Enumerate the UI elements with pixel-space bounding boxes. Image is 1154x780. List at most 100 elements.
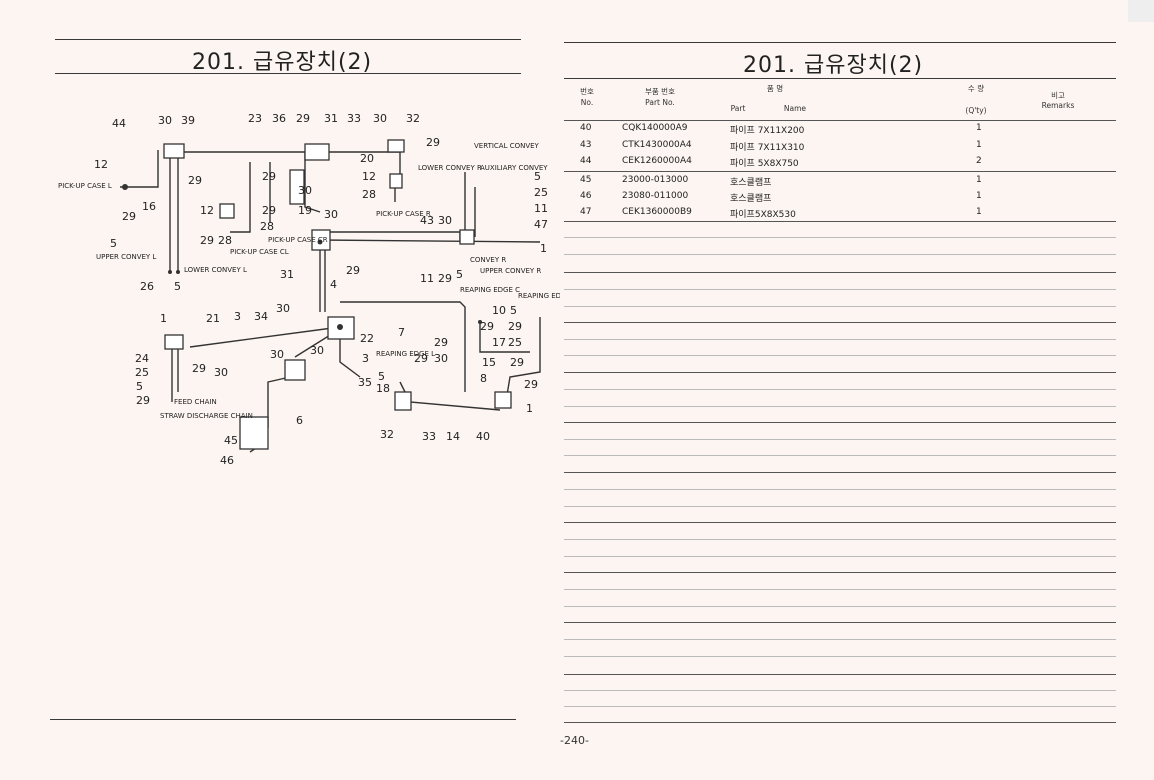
callout-26: 26 (140, 280, 154, 293)
distributor-top-left (163, 143, 185, 159)
callout-28c: 28 (218, 234, 232, 247)
label-straw-discharge-chain: STRAW DISCHARGE CHAIN (160, 412, 253, 420)
callout-30: 30 (158, 114, 172, 127)
pipe-convey-r (319, 239, 541, 243)
header-remarks-en: Remarks (1041, 101, 1075, 110)
callout-39: 39 (181, 114, 195, 127)
callout-44: 44 (112, 117, 126, 130)
callout-5g: 5 (136, 380, 143, 393)
callout-40: 40 (476, 430, 490, 443)
callout-33: 33 (347, 112, 361, 125)
callout-22: 22 (360, 332, 374, 345)
reaping-r-block (494, 391, 512, 409)
callout-25b: 25 (508, 336, 522, 349)
table-row: 40 CQK140000A9 파이프 7X11X200 1 (560, 120, 1120, 137)
callout-20: 20 (360, 152, 374, 165)
title-rule-right (564, 78, 1116, 79)
pipe-pickup-cl (230, 162, 251, 233)
callout-23: 23 (248, 112, 262, 125)
page-number: -240- (560, 734, 589, 747)
callout-29d: 29 (262, 204, 276, 217)
callout-43: 43 (420, 214, 434, 227)
callout-29p: 29 (524, 378, 538, 391)
row-qty: 1 (976, 123, 982, 133)
callout-28b: 28 (260, 220, 274, 233)
callout-29n: 29 (510, 356, 524, 369)
row-name: 호스클램프 (730, 178, 772, 188)
label-convey-r: CONVEY R (470, 256, 506, 264)
pipe-7 (340, 301, 466, 392)
header-no-en: No. (580, 98, 594, 107)
callout-32: 32 (406, 112, 420, 125)
title-rule (55, 73, 521, 74)
callout-28: 28 (362, 188, 376, 201)
label-pickup-case-cl: PICK-UP CASE CL (230, 248, 289, 256)
feed-chain-head (164, 334, 184, 350)
header-remarks-kr: 비고 (1051, 91, 1065, 100)
label-upper-convey-l: UPPER CONVEY L (96, 253, 156, 261)
table-row: 44 CEK1260000A4 파이프 5X8X750 2 (560, 153, 1120, 170)
callout-3b: 3 (362, 352, 369, 365)
label-pickup-case-cr: PICK-UP CASE CR (268, 236, 328, 244)
callout-15: 15 (482, 356, 496, 369)
callout-46: 46 (220, 454, 234, 467)
label-lower-convey-l: LOWER CONVEY L (184, 266, 247, 274)
callout-5d: 5 (534, 170, 541, 183)
row-name: 호스클램프 (730, 194, 772, 204)
label-auxiliary-convey: AUXILIARY CONVEY (480, 164, 548, 172)
callout-12c: 12 (200, 204, 214, 217)
row-no: 44 (580, 156, 592, 166)
row-part-no: CQK140000A9 (622, 123, 688, 133)
callout-30h: 30 (310, 344, 324, 357)
callout-29q: 29 (136, 394, 150, 407)
callout-45: 45 (224, 434, 238, 447)
oil-tank-45 (239, 416, 269, 450)
pipe-19 (304, 152, 321, 213)
label-pickup-case-r: PICK-UP CASE R (376, 210, 431, 218)
callout-36: 36 (272, 112, 286, 125)
callout-29b: 29 (426, 136, 440, 149)
callout-29e: 29 (262, 170, 276, 183)
callout-29l: 29 (434, 336, 448, 349)
row-no: 45 (580, 175, 592, 185)
right-page: 201. 급유장치(2) 번호 No. 부품 번호 Part No. 품 명 P… (560, 0, 1154, 780)
fitting-12 (219, 203, 235, 219)
row-name: 파이프 5X8X750 (730, 159, 799, 169)
row-qty: 1 (976, 191, 982, 201)
row-no: 43 (580, 140, 592, 150)
label-upper-convey-r: UPPER CONVEY R (480, 267, 541, 275)
label-reaping-edge-l: REAPING EDGE L (376, 350, 435, 358)
callout-4: 4 (330, 278, 337, 291)
callout-30d: 30 (324, 208, 338, 221)
row-part-no: CEK1260000A4 (622, 156, 692, 166)
callout-29i: 29 (438, 272, 452, 285)
pipe-21 (189, 326, 341, 348)
callout-30f: 30 (276, 302, 290, 315)
callout-6: 6 (296, 414, 303, 427)
callout-24: 24 (135, 352, 149, 365)
callout-31b: 31 (280, 268, 294, 281)
callout-29f: 29 (122, 210, 136, 223)
callout-3: 3 (234, 310, 241, 323)
lubrication-diagram: 44 30 39 23 36 29 31 33 30 32 29 12 29 2… (58, 112, 560, 467)
table-row: 45 23000-013000 호스클램프 1 (560, 172, 1120, 189)
row-part-no: 23080-011000 (622, 191, 689, 201)
callout-19: 19 (298, 204, 312, 217)
callout-14: 14 (446, 430, 460, 443)
block-43 (459, 229, 475, 245)
fitting-lower-r (389, 173, 403, 189)
callout-8: 8 (480, 372, 487, 385)
callout-29: 29 (296, 112, 310, 125)
table-row: 46 23080-011000 호스클램프 1 (560, 188, 1120, 205)
page-title: 201. 급유장치(2) (192, 50, 373, 75)
row-qty: 1 (976, 140, 982, 150)
row-name: 파이프 7X11X310 (730, 143, 805, 153)
callout-29m: 29 (414, 352, 428, 365)
pump-30 (284, 359, 306, 381)
row-qty: 1 (976, 207, 982, 217)
pipe-14 (399, 381, 501, 411)
label-lower-convey-r: LOWER CONVEY R (418, 164, 482, 172)
cylinder-19 (289, 169, 305, 205)
callout-12: 12 (94, 158, 108, 171)
header-name-kr: 품 명 (766, 84, 784, 93)
